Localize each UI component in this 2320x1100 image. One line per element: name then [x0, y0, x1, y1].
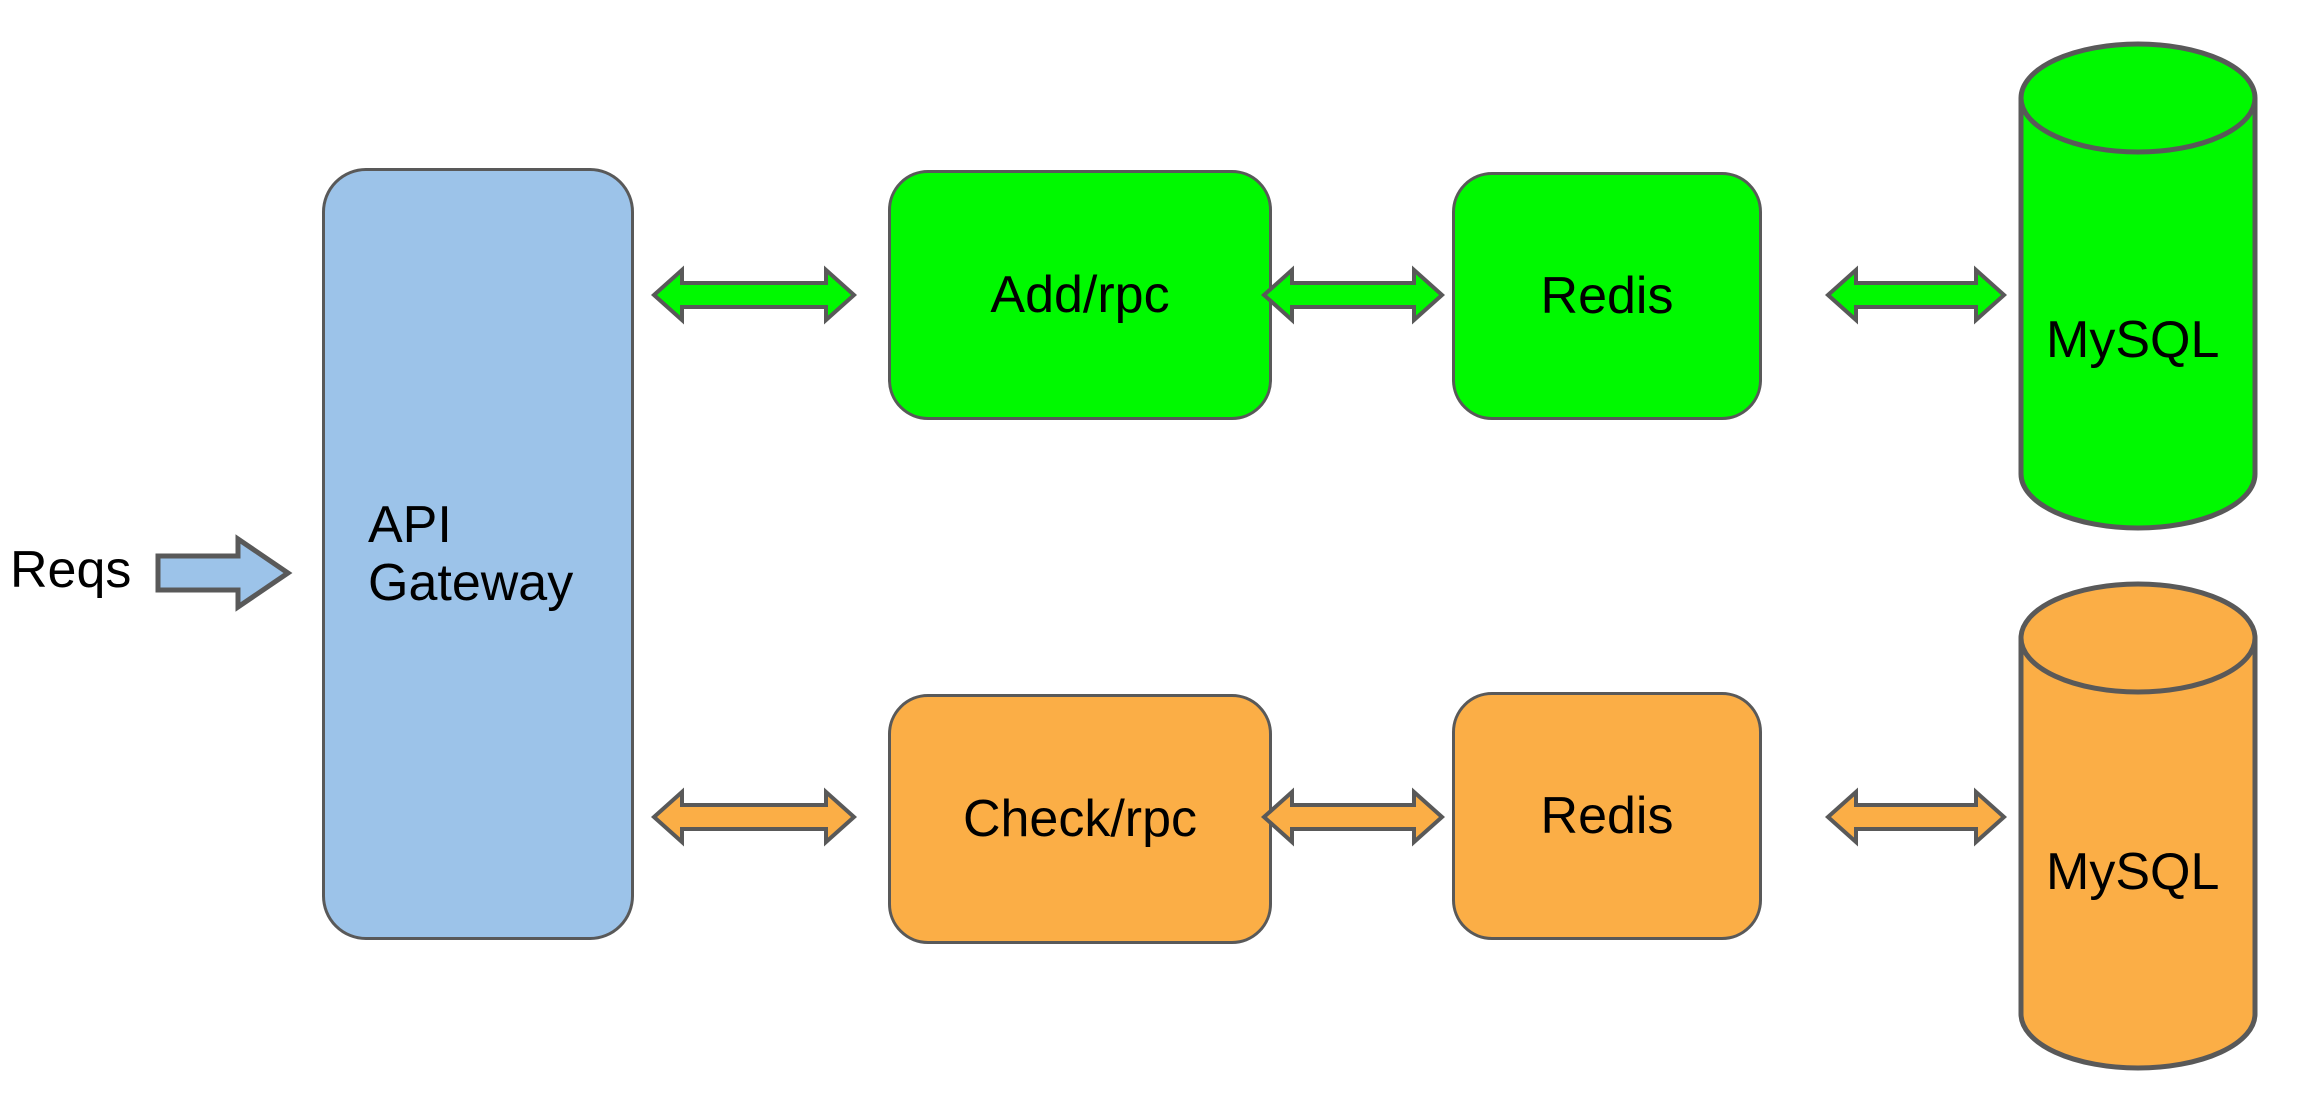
connector-gateway-to-add-rpc-double-arrow-icon	[650, 265, 858, 325]
node-add-rpc-label: Add/rpc	[990, 265, 1170, 324]
node-mysql-bottom[interactable]: MySQL	[2018, 580, 2258, 1072]
reqs-block-arrow-icon	[155, 534, 293, 612]
node-redis-bottom[interactable]: Redis	[1452, 692, 1762, 940]
node-check-rpc-label: Check/rpc	[962, 789, 1198, 848]
node-mysql-bottom-label: MySQL	[2046, 843, 2220, 901]
node-api-gateway-label: API Gateway	[368, 495, 574, 612]
reqs-label: Reqs	[10, 541, 132, 599]
node-check-rpc[interactable]: Check/rpc	[888, 694, 1272, 944]
node-add-rpc[interactable]: Add/rpc	[888, 170, 1272, 420]
connector-check-rpc-to-redis-double-arrow-icon	[1260, 787, 1446, 847]
connector-gateway-to-check-rpc-double-arrow-icon	[650, 787, 858, 847]
node-redis-top-label: Redis	[1540, 266, 1674, 325]
node-mysql-top-label: MySQL	[2046, 311, 2220, 369]
connector-add-rpc-to-redis-double-arrow-icon	[1260, 265, 1446, 325]
connector-redis-bottom-to-mysql-double-arrow-icon	[1824, 787, 2008, 847]
node-api-gateway[interactable]: API Gateway	[322, 168, 634, 940]
node-redis-bottom-label: Redis	[1540, 786, 1674, 845]
connector-redis-to-mysql-double-arrow-icon	[1824, 265, 2008, 325]
node-redis-top[interactable]: Redis	[1452, 172, 1762, 420]
node-mysql-top[interactable]: MySQL	[2018, 40, 2258, 532]
